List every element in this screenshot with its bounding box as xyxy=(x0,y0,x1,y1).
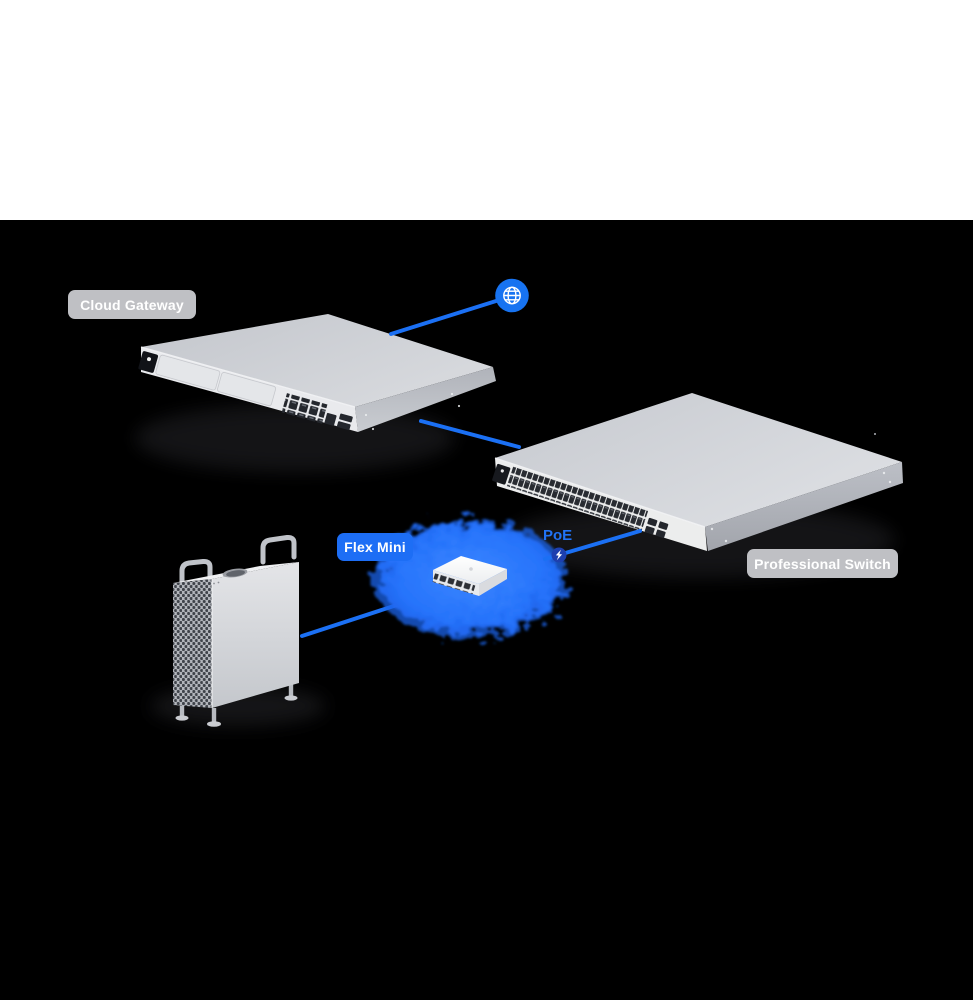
switch-screws xyxy=(710,471,892,543)
flex-mini-device xyxy=(432,556,507,596)
computer-power-led xyxy=(213,582,215,585)
gateway-sfp-port-2 xyxy=(336,421,351,431)
switch-display-dot xyxy=(500,469,504,473)
gateway-front-ridge-highlight xyxy=(140,346,356,408)
page-top-white-section xyxy=(0,0,973,220)
flexmini-ports-group xyxy=(432,573,476,595)
internet-node xyxy=(495,278,529,313)
switch-top-face xyxy=(495,393,902,527)
gateway-right-face xyxy=(355,367,496,432)
gateway-display-dot xyxy=(147,357,152,362)
computer-handles xyxy=(179,534,297,589)
professional-switch-label: Professional Switch xyxy=(747,549,898,578)
globe-icon xyxy=(503,286,521,305)
switch-front-details xyxy=(492,463,669,539)
computer-feet xyxy=(175,681,298,727)
gateway-to-switch-line xyxy=(419,419,521,449)
flex-mini-label: Flex Mini xyxy=(337,533,413,561)
computer-right-face xyxy=(212,562,299,708)
gateway-top-face xyxy=(141,314,493,407)
poe-label: PoE xyxy=(543,527,573,544)
gateway-drive-bay-1 xyxy=(155,354,221,391)
cloud-gateway-label: Cloud Gateway xyxy=(68,290,196,319)
computer-handle-left xyxy=(179,558,213,589)
flexmini-right-face xyxy=(479,569,507,596)
switch-sfp-ports xyxy=(644,517,669,539)
gateway-wan-port xyxy=(324,412,337,426)
internet-to-gateway-line xyxy=(389,294,514,336)
gateway-drive-bay-2 xyxy=(217,372,277,407)
switch-right-face xyxy=(705,462,903,551)
gateway-display xyxy=(138,351,159,373)
poe-badge xyxy=(551,547,567,563)
desktop-computer xyxy=(150,534,326,727)
gateway-sfp-port-1 xyxy=(339,413,353,423)
gateway-ethernet-ports xyxy=(281,393,328,424)
lightning-icon xyxy=(555,549,563,561)
switch-display xyxy=(492,463,511,485)
gateway-front-details xyxy=(138,351,353,431)
computer-handle-right xyxy=(260,534,297,565)
computer-top-vent xyxy=(222,568,248,578)
computer-grille-face xyxy=(173,579,212,708)
computer-power-button xyxy=(217,581,220,584)
switch-top-screw xyxy=(874,433,876,435)
gateway-screws xyxy=(364,392,461,431)
switch-front-ridge-highlight xyxy=(494,457,706,528)
switch-48-ethernet-ports xyxy=(506,466,649,531)
flexmini-5-ports xyxy=(432,573,476,595)
computer-to-flexmini-line xyxy=(300,602,402,638)
flexmini-logo-dot xyxy=(469,567,473,571)
cloud-gateway-device xyxy=(135,314,496,472)
